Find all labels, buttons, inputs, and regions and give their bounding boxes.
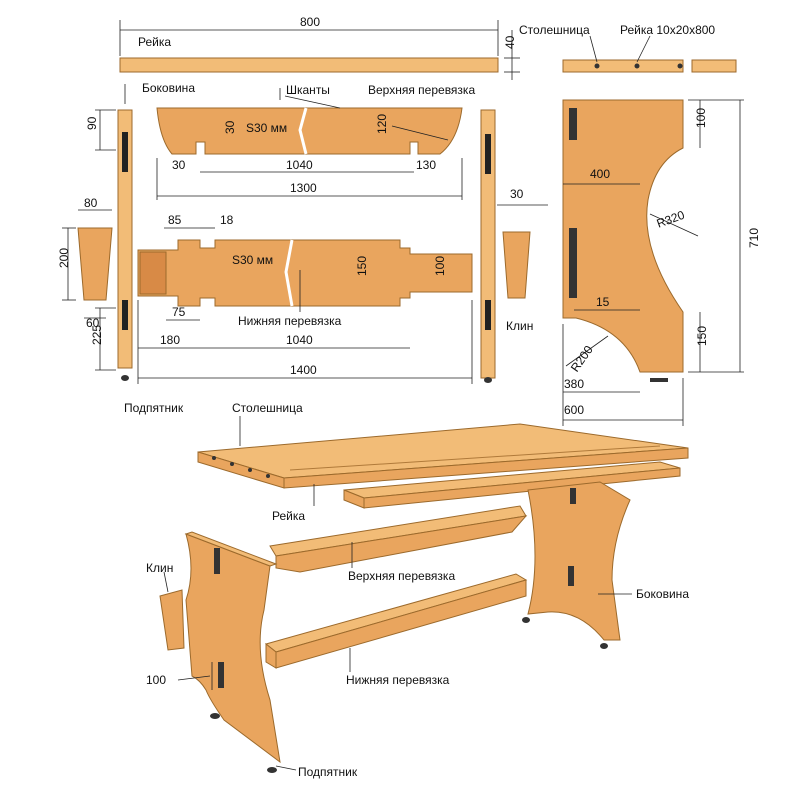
klin-left-shape [77, 227, 113, 301]
dim-100c: 100 [146, 673, 166, 687]
label-r320: R320 [655, 208, 687, 231]
dim-30c: 30 [510, 187, 524, 201]
dim-1040a: 1040 [286, 158, 313, 172]
dim-710: 710 [747, 228, 761, 248]
dim-180: 180 [160, 333, 180, 347]
dim-225: 225 [90, 325, 104, 345]
dim-120: 120 [375, 114, 389, 134]
bokovina-profile [562, 99, 744, 426]
bokovina-edge-left [95, 84, 133, 381]
assembly-nizh-shape [275, 579, 527, 669]
label-shkanty: Шканты [286, 83, 330, 97]
dim-90: 90 [85, 116, 99, 130]
klin-right-shape [502, 231, 531, 299]
dim-30a: 30 [223, 120, 237, 134]
label-verkh: Верхняя перевязка [368, 83, 475, 97]
label-nizh: Нижняя перевязка [238, 314, 342, 328]
assembly-label-reyka: Рейка [272, 509, 305, 523]
assembly-bokovina-right [527, 481, 631, 641]
dim-1040b: 1040 [286, 333, 313, 347]
dim-1300: 1300 [290, 181, 317, 195]
dim-380: 380 [564, 377, 584, 391]
bokovina-edge-right [480, 109, 548, 383]
assembly-label-bokovina: Боковина [636, 587, 689, 601]
dim-150a: 150 [355, 256, 369, 276]
verkh-rail-shape [156, 107, 463, 155]
klin-left-part [62, 209, 113, 319]
assembly-label-podpyatnik: Подпятник [298, 765, 358, 779]
reyka-part [119, 20, 520, 80]
dim-15: 15 [596, 295, 610, 309]
stoleshnitsa-shape [562, 59, 684, 73]
label-stoleshnitsa-top: Столешница [519, 23, 590, 37]
reyka-section-shape [691, 59, 737, 73]
label-s30-top: S30 мм [246, 121, 287, 135]
dim-600: 600 [564, 403, 584, 417]
bokovina-profile-shape [562, 99, 684, 373]
dim-100a: 100 [433, 256, 447, 276]
dim-100b: 100 [694, 108, 708, 128]
nizh-rail-part [137, 227, 473, 384]
dim-800: 800 [300, 15, 320, 29]
tabletop-side-face [283, 447, 689, 489]
assembly-verkh-shape [275, 515, 528, 573]
dim-130: 130 [416, 158, 436, 172]
dim-30b: 30 [172, 158, 186, 172]
dim-400: 400 [590, 167, 610, 181]
verkh-rail-part [156, 88, 463, 200]
assembly-klin [159, 589, 185, 651]
label-reyka: Рейка [138, 35, 171, 49]
reyka-shape [119, 57, 499, 73]
dim-1400: 1400 [290, 363, 317, 377]
assembly-label-klin: Клин [146, 561, 173, 575]
bokovina-edge-shape [117, 109, 133, 369]
dim-200: 200 [57, 248, 71, 268]
label-s30-bottom: S30 мм [232, 253, 273, 267]
assembly-view [159, 423, 689, 773]
dim-40: 40 [503, 35, 517, 49]
dim-18: 18 [220, 213, 234, 227]
assembly-bokovina-left [185, 533, 281, 764]
dim-60: 60 [86, 316, 100, 330]
stoleshnitsa-section [562, 35, 737, 73]
dim-85: 85 [168, 213, 182, 227]
dim-150b: 150 [695, 326, 709, 346]
dim-80: 80 [84, 196, 98, 210]
assembly-label-verkh: Верхняя перевязка [348, 569, 455, 583]
label-reyka-size: Рейка 10x20x800 [620, 23, 715, 37]
label-podpyatnik-top: Подпятник [124, 401, 184, 415]
label-stoleshnitsa-mid: Столешница [232, 401, 303, 415]
label-bokovina: Боковина [142, 81, 195, 95]
assembly-label-nizh: Нижняя перевязка [346, 673, 450, 687]
label-klin-right: Клин [506, 319, 533, 333]
dim-75: 75 [172, 305, 186, 319]
nizh-rail-shape [137, 239, 473, 307]
